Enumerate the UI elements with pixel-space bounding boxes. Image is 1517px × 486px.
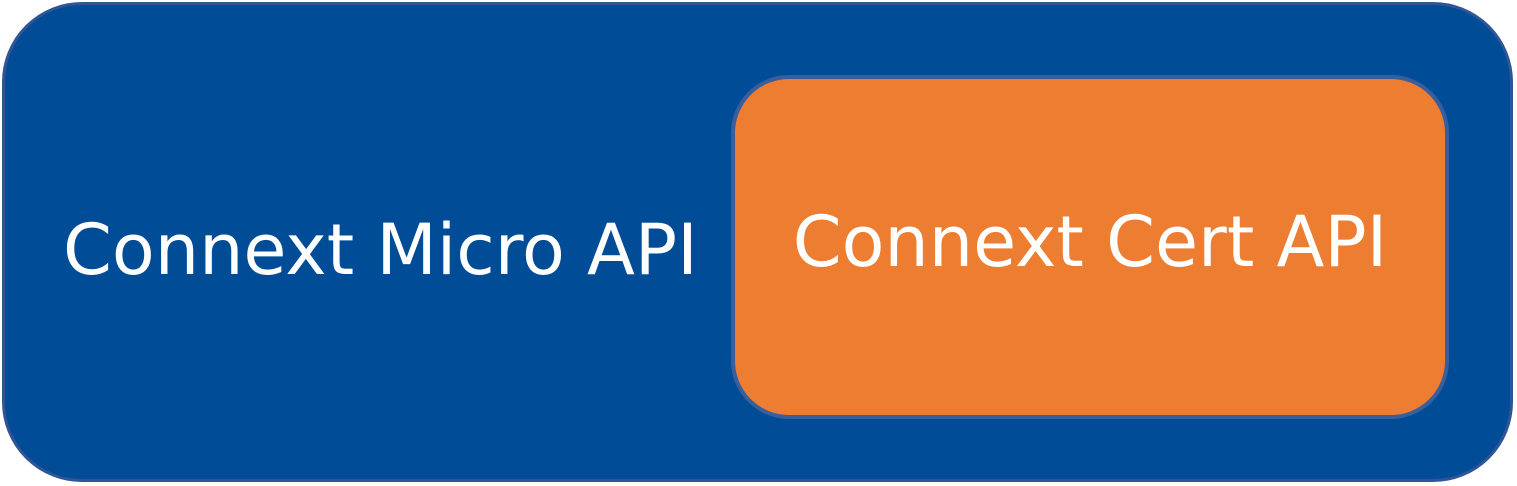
connext-micro-api-label: Connext Micro API [63,209,698,291]
connext-cert-api-box: Connext Cert API [731,75,1449,419]
connext-cert-api-label: Connext Cert API [792,201,1388,283]
